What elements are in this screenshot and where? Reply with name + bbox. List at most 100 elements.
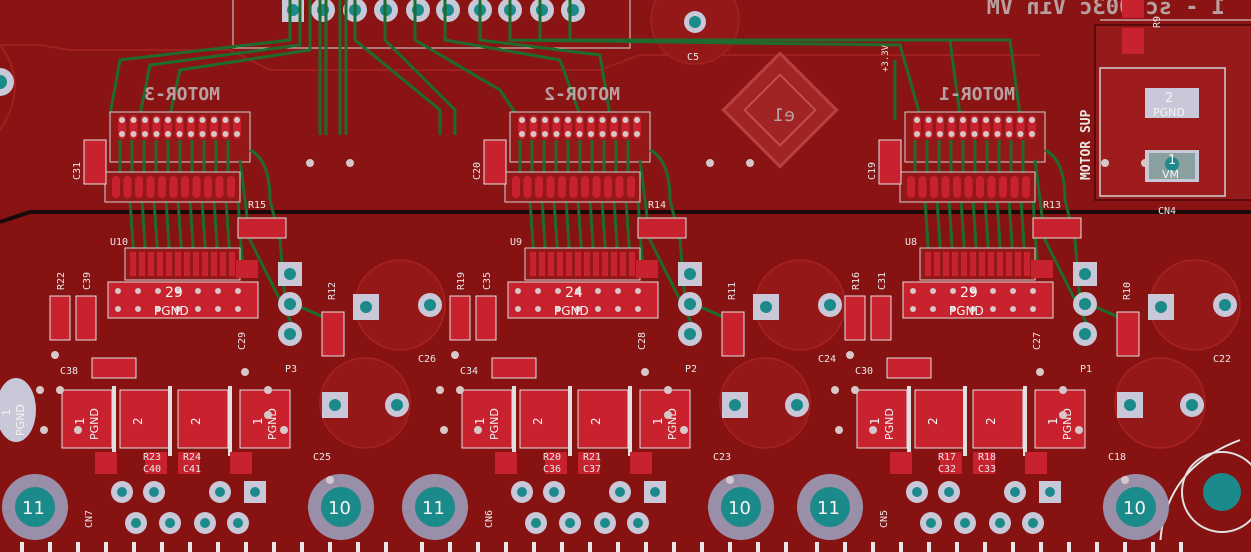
connector-via [188,131,194,137]
sense-resistor-num: 2 [531,417,545,425]
p-pin-hole [1079,298,1091,310]
sense-outline [112,386,116,456]
thermal-via [215,306,221,312]
connector-via [1006,131,1012,137]
edge-marker [672,542,676,552]
thermal-via [930,288,936,294]
ecap-upper-label: C26 [418,354,436,365]
c-left-label: C31 [877,272,888,290]
big-pad-11-num: 11 [22,498,45,519]
c-left-label: C39 [82,272,93,290]
connector-via [142,117,148,123]
header-pin-hole [131,518,141,528]
via [1059,386,1067,394]
edge-marker [1095,542,1099,552]
connector-via [119,117,125,123]
r-left-label: R16 [851,272,862,290]
connector-via [994,131,1001,137]
edge-marker [300,542,304,552]
thermal-via [970,306,976,312]
edge-marker [384,542,388,552]
connector2-pin [558,176,566,198]
cn-label: CN6 [484,510,495,528]
sense-resistor-num: 2 [984,417,998,425]
header-pin-hole [250,487,260,497]
r-left [49,295,71,341]
ic-pin [166,252,172,276]
connector-via [553,131,560,137]
header-pin-hole [233,518,243,528]
connector-via [119,131,125,137]
ic-cap [1031,260,1053,278]
thermal-via [195,288,201,294]
via [346,159,354,167]
ecap-lower-hole2 [791,399,803,411]
ic-pin [584,252,590,276]
sense-outline [628,386,632,456]
logo-diamond [721,51,839,169]
ic-pin [943,252,949,276]
sense-outline [907,386,911,456]
resistor-horizontal [237,217,287,239]
sense-outline [963,386,967,456]
c-bottom-label: C40 [143,464,161,475]
ic-pin [220,252,226,276]
r-bottom-label: R23 [143,452,161,463]
c-left [475,295,497,341]
connector-via [983,117,989,123]
ecap-lower-label: C23 [713,452,731,463]
connector-via [925,117,932,123]
c-vert-label: C29 [237,332,248,350]
small-smd [890,452,912,474]
ic-pin [925,252,931,276]
ic-pin [229,252,235,276]
r-vert-right [321,311,345,357]
ic-pin [530,252,536,276]
ic-pin [961,252,967,276]
ic-pin [575,252,581,276]
thermal-via [135,288,141,294]
edge-marker [188,542,192,552]
thermal-via [635,306,641,312]
via [706,159,714,167]
c-bottom-label2: C37 [583,464,601,475]
sense-outline [512,386,516,456]
thermal-via [115,306,121,312]
via [456,386,464,394]
sense-resistor [177,389,229,449]
small-smd [578,452,600,474]
edge-marker [756,542,760,552]
p-label: P1 [1080,364,1092,375]
header-pin-hole [600,518,610,528]
resistor-label: R14 [648,200,666,211]
sense-resistor-num: 1 [1046,417,1060,425]
connector-via [530,117,537,123]
r-vert-label: R12 [327,282,338,300]
ic-pin [602,252,608,276]
sense-resistor [856,389,908,449]
connector-via [937,131,943,137]
ecap-lower-hole [1124,399,1136,411]
edge-marker [104,542,108,552]
header-pin-hole [117,487,127,497]
edge-marker [1011,542,1015,552]
small-smd [940,452,962,474]
thermal-via [535,288,541,294]
pin2-net: PGND [1153,106,1185,119]
connector2-pin [918,176,927,198]
header-pin-hole [531,518,541,528]
ic-pin [139,252,145,276]
pin1-num: 1 [1168,153,1176,168]
thermal-via [555,288,561,294]
header-pin-hole [926,518,936,528]
left-cap-label: C19 [867,162,878,180]
p-pin-hole [284,268,296,280]
thermal-via [155,288,161,294]
via [51,351,59,359]
ecap-upper-label: C22 [1213,354,1231,365]
r-left-label: R19 [456,272,467,290]
edge-marker [815,542,819,552]
ic-pin [548,252,554,276]
r-left [844,295,866,341]
top-traces [108,0,1022,135]
